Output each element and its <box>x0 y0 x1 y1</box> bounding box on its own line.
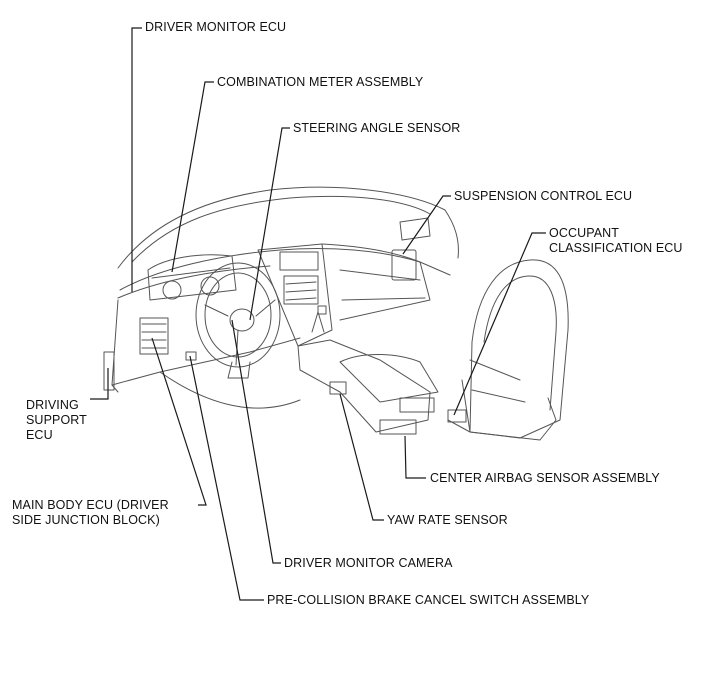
label-occupant-classification-ecu: OCCUPANT CLASSIFICATION ECU <box>549 226 683 255</box>
label-steering-angle-sensor: STEERING ANGLE SENSOR <box>293 121 461 135</box>
leader-center-airbag-sensor <box>404 435 426 479</box>
label-main-body-ecu: MAIN BODY ECU (DRIVER SIDE JUNCTION BLOC… <box>12 498 169 527</box>
label-driver-monitor-camera: DRIVER MONITOR CAMERA <box>284 556 453 570</box>
label-center-airbag-sensor-assembly: CENTER AIRBAG SENSOR ASSEMBLY <box>430 471 660 485</box>
windshield-outline <box>117 186 446 269</box>
center-stack <box>257 243 333 347</box>
steering-wheel <box>195 262 281 368</box>
leader-occupant-classification-ecu <box>453 232 546 416</box>
leader-driver-monitor-camera <box>231 319 281 564</box>
label-driver-monitor-ecu: DRIVER MONITOR ECU <box>145 20 287 34</box>
label-pre-collision-brake-cancel-switch-assembly: PRE-COLLISION BRAKE CANCEL SWITCH ASSEMB… <box>267 593 590 607</box>
label-combination-meter-assembly: COMBINATION METER ASSEMBLY <box>217 75 424 89</box>
leader-combination-meter <box>171 81 214 273</box>
label-yaw-rate-sensor: YAW RATE SENSOR <box>387 513 508 527</box>
label-suspension-control-ecu: SUSPENSION CONTROL ECU <box>454 189 633 203</box>
passenger-seat <box>469 259 569 439</box>
leader-main-body-ecu <box>151 337 207 506</box>
leader-lines <box>90 27 546 601</box>
dashboard-outline <box>119 248 451 291</box>
suspension-ecu-box <box>391 249 417 281</box>
leader-yaw-rate-sensor <box>339 393 384 521</box>
center-console <box>297 339 431 433</box>
label-driving-support-ecu: DRIVING SUPPORT ECU <box>26 398 87 442</box>
leader-suspension-control-ecu <box>402 195 451 255</box>
leader-driver-monitor-ecu <box>131 27 142 292</box>
leader-pre-collision-switch <box>189 355 264 601</box>
leader-steering-angle-sensor <box>249 127 290 321</box>
yaw-sensor-box <box>329 381 347 395</box>
leader-driving-support-ecu <box>90 368 109 400</box>
